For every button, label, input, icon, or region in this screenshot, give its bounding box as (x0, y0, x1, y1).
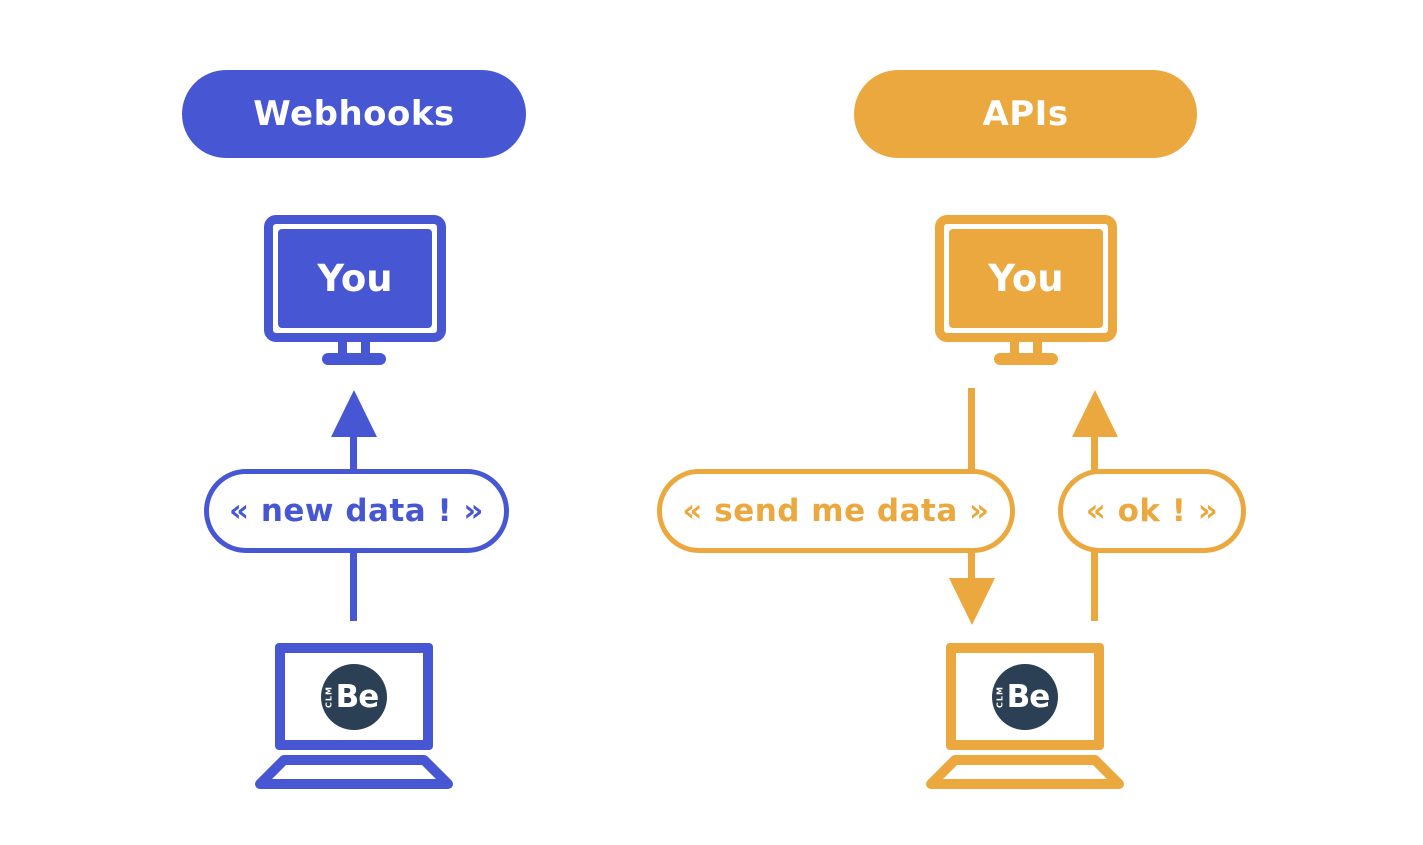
be-logo-text: Be (1006, 678, 1051, 715)
apis-monitor-base (994, 353, 1058, 365)
new-data-pill: « new data ! » (204, 469, 509, 553)
webhooks-monitor-base (322, 353, 386, 365)
webhooks-monitor-icon: You (264, 215, 446, 342)
apis-laptop-icon: CLM Be (946, 643, 1104, 750)
be-logo-text: Be (335, 678, 380, 715)
be-logo-clm-text: CLM (324, 685, 334, 708)
be-logo: CLM Be (321, 663, 387, 730)
webhooks-laptop-icon: CLM Be (275, 643, 433, 750)
be-logo-clm-text: CLM (995, 685, 1005, 708)
apis-up-arrow-icon (1072, 390, 1118, 437)
send-me-data-pill: « send me data » (657, 469, 1015, 553)
apis-badge-label: APIs (982, 94, 1069, 134)
apis-monitor-neck (1010, 340, 1042, 361)
apis-request-line-upper (968, 388, 975, 471)
webhooks-monitor-screen: You (278, 229, 432, 328)
webhooks-laptop-keyboard (255, 755, 453, 789)
apis-response-line-upper (1091, 435, 1098, 471)
new-data-pill-label: « new data ! » (229, 493, 484, 529)
webhooks-badge-label: Webhooks (253, 94, 455, 134)
webhooks-monitor-label: You (317, 257, 393, 300)
apis-monitor-label: You (988, 257, 1064, 300)
ok-pill-label: « ok ! » (1085, 493, 1219, 529)
apis-request-line-lower (968, 551, 975, 581)
apis-monitor-icon: You (935, 215, 1117, 342)
be-logo: CLM Be (992, 663, 1058, 730)
webhooks-arrow-line-lower (350, 551, 357, 621)
webhooks-arrow-line-upper (350, 435, 357, 471)
apis-monitor-screen: You (949, 229, 1103, 328)
send-me-data-pill-label: « send me data » (682, 493, 990, 529)
apis-response-line-lower (1091, 551, 1098, 621)
apis-laptop-keyboard (926, 755, 1124, 789)
ok-pill: « ok ! » (1058, 469, 1246, 553)
webhooks-up-arrow-icon (331, 390, 377, 437)
apis-badge: APIs (854, 70, 1197, 158)
apis-down-arrow-icon (949, 578, 995, 625)
webhooks-monitor-neck (338, 340, 370, 361)
webhooks-badge: Webhooks (182, 70, 526, 158)
